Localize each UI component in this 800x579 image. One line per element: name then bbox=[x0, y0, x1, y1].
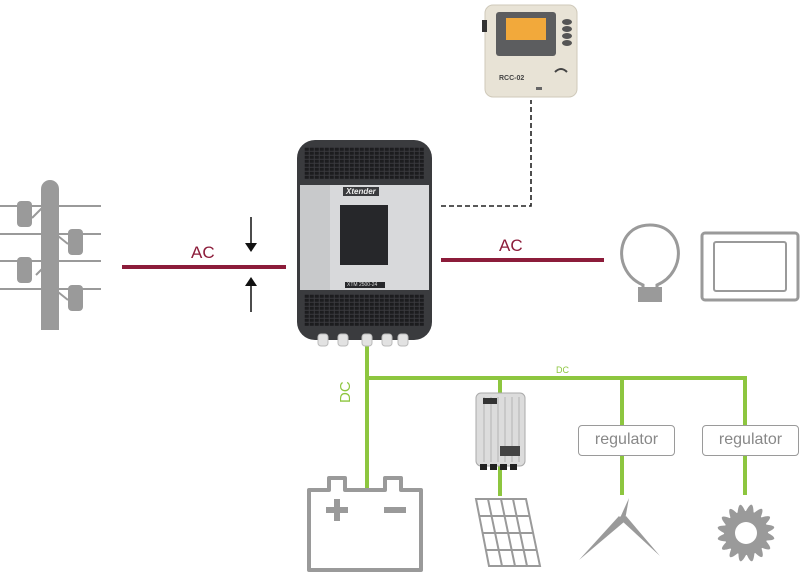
power-limit-arrows-icon bbox=[245, 217, 257, 312]
communication-line bbox=[441, 100, 532, 207]
cable-glands bbox=[317, 333, 409, 347]
solar-panel-icon bbox=[474, 498, 542, 567]
utility-pole-icon bbox=[0, 180, 101, 330]
regulator-label: regulator bbox=[718, 431, 783, 448]
dc-vertical-label: DC bbox=[337, 381, 354, 403]
dc-bus bbox=[365, 340, 747, 496]
hydro-turbine-icon bbox=[717, 504, 775, 562]
remote-model-label: RCC-02 bbox=[499, 75, 525, 82]
inverter-charger bbox=[297, 140, 432, 347]
regulator-label: regulator bbox=[594, 431, 659, 448]
appliance-screen-icon bbox=[700, 231, 800, 302]
ac-output-label: AC bbox=[499, 236, 523, 255]
light-bulb-icon bbox=[620, 223, 680, 302]
inverter-model-label: XTM 2500-24 bbox=[347, 282, 378, 288]
wind-turbine-icon bbox=[579, 498, 660, 560]
remote-control-panel bbox=[482, 4, 578, 98]
solar-charge-controller bbox=[475, 392, 526, 470]
ac-input-label: AC bbox=[191, 243, 215, 262]
inverter-brand-label: Xtender bbox=[343, 187, 379, 196]
dc-horizontal-label: DC bbox=[556, 365, 569, 375]
wind-regulator-box: regulator bbox=[578, 425, 675, 456]
battery-icon bbox=[307, 476, 423, 572]
hydro-regulator-box: regulator bbox=[702, 425, 799, 456]
